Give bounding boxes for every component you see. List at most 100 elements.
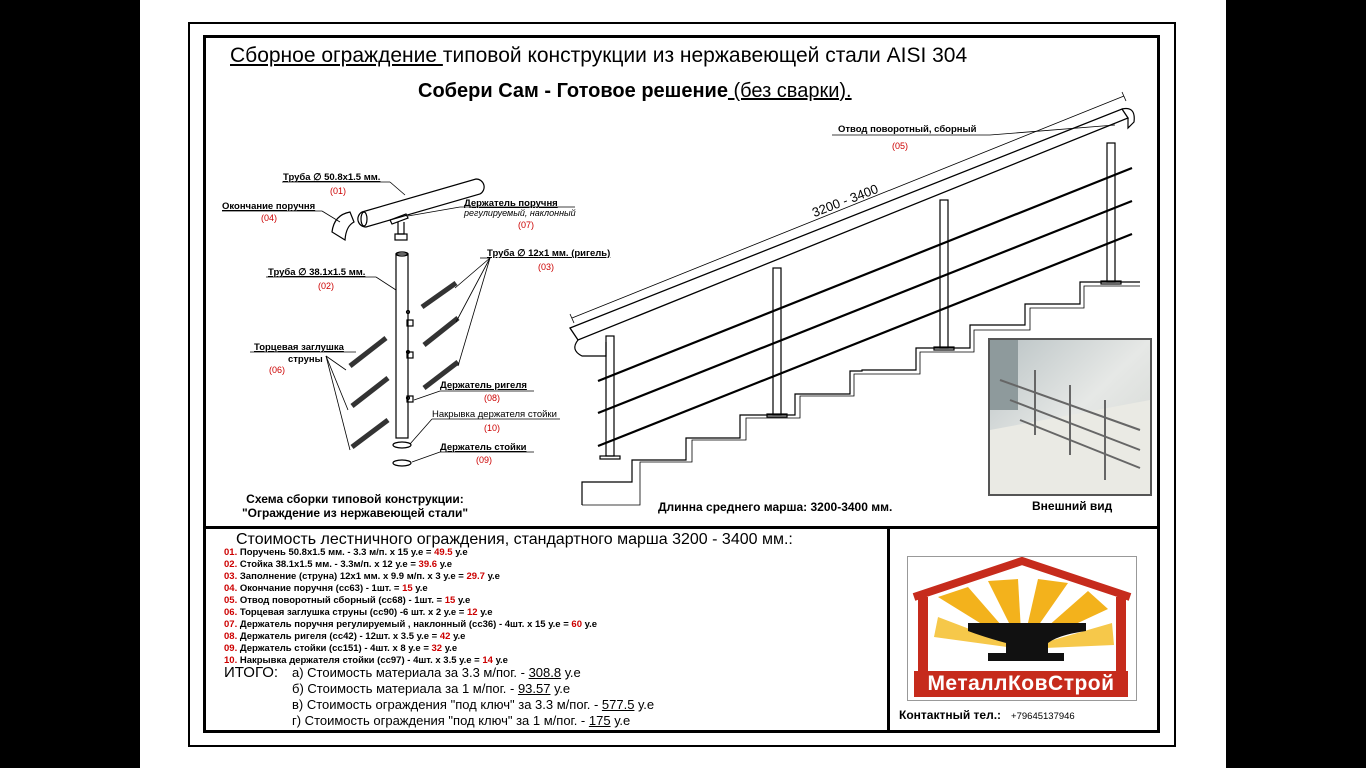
total-text: а) Стоимость материала за 3.3 м/пог. - (292, 665, 529, 680)
part-07-sub: регулируемый, наклонный (464, 208, 576, 218)
main-title: Сборное ограждение типовой конструкции и… (230, 44, 967, 68)
cost-title: Стоимость лестничного ограждения, станда… (236, 531, 793, 548)
cost-item-unit: у.е (444, 643, 458, 654)
part-02-num: (02) (318, 281, 335, 291)
exterior-photo (988, 338, 1152, 496)
cost-item-sum: 15 (444, 595, 456, 606)
total-value: 93.57 (517, 681, 551, 696)
cost-item-text: Окончание поручня (сс63) - 1шт. = (239, 583, 400, 594)
handrail-tube-end (360, 211, 368, 227)
part-04-num: (04) (261, 213, 278, 223)
cost-item: 08. Держатель ригеля (сс42) - 12шт. х 3.… (224, 631, 597, 643)
total-row: в) Стоимость ограждения "под ключ" за 3.… (224, 697, 654, 713)
section-divider-horizontal (203, 526, 1160, 529)
part-06-label1: Торцевая заглушка (254, 342, 344, 353)
contact-label: Контактный тел.: (899, 708, 1002, 722)
outer-frame (188, 22, 1176, 747)
part-09-num: (09) (476, 455, 493, 465)
part-04-label: Окончание поручня (222, 201, 316, 212)
scheme-caption-line2: "Ограждение из нержавеющей стали" (241, 506, 469, 520)
cost-item: 10. Накрывка держателя стойки (сс97) - 4… (224, 655, 597, 667)
subtitle: Собери Сам - Готовое решение (без сварки… (418, 80, 852, 103)
company-logo: МеталлКовСтрой (907, 556, 1137, 701)
handrail-holder-base (394, 233, 408, 241)
part-08-num: (08) (484, 393, 501, 403)
subtitle-normal: (без сварки). (727, 80, 852, 102)
cost-item-text: Поручень 50.8х1.5 мм. - 3.3 м/п. х 15 у.… (239, 547, 432, 558)
post-holder-part (392, 459, 412, 467)
assembled-rail-1 (597, 166, 1133, 383)
cost-item: 01. Поручень 50.8х1.5 мм. - 3.3 м/п. х 1… (224, 547, 597, 559)
cost-item-number: 10. (224, 655, 238, 666)
cost-item-number: 09. (224, 643, 238, 654)
total-text: в) Стоимость ограждения "под ключ" за 3.… (292, 697, 602, 712)
logo-graphic (912, 557, 1132, 671)
cost-item-text: Отвод поворотный сборный (сс68) - 1шт. = (239, 595, 443, 606)
cost-item-number: 06. (224, 607, 238, 618)
march-caption: Длинна среднего марша: 3200-3400 мм. (658, 500, 893, 514)
cost-item-number: 04. (224, 583, 238, 594)
handrail-tube-part (357, 178, 485, 228)
cost-item-text: Держатель ригеля (сс42) - 12шт. х 3.5 у.… (239, 631, 438, 642)
cost-item-unit: у.е (584, 619, 597, 630)
cost-item-number: 02. (224, 559, 238, 570)
cost-item-number: 07. (224, 619, 238, 630)
cost-item: 07. Держатель поручня регулируемый , нак… (224, 619, 597, 631)
cost-item: 03. Заполнение (струна) 12х1 мм. х 9.9 м… (224, 571, 597, 583)
assembled-rail-3 (597, 232, 1133, 448)
cost-list: 01. Поручень 50.8х1.5 мм. - 3.3 м/п. х 1… (224, 547, 597, 667)
total-unit: у.е (550, 681, 571, 696)
photo-image (990, 340, 1150, 494)
cost-item-text: Накрывка держателя стойки (сс97) - 4шт. … (239, 655, 480, 666)
cost-item-sum: 14 (482, 655, 493, 666)
cost-item: 05. Отвод поворотный сборный (сс68) - 1ш… (224, 595, 597, 607)
cost-item-number: 03. (224, 571, 238, 582)
cost-item-text: Стойка 38.1х1.5 мм. - 3.3м/п. х 12 у.е = (239, 559, 416, 570)
contact-line: Контактный тел.: +79645137946 (899, 708, 1075, 722)
cost-item-text: Держатель стойки (сс151) - 4шт. х 8 у.е … (239, 643, 429, 654)
total-unit: у.е (634, 697, 655, 712)
title-part2: типовой конструкции из нержавеющей стали… (442, 44, 968, 67)
cost-item-unit: у.е (457, 595, 471, 606)
cost-item-sum: 12 (467, 607, 478, 618)
part-02-label: Труба ∅ 38.1х1.5 мм. (268, 267, 366, 278)
cost-item-unit: у.е (455, 547, 468, 558)
part-01-label: Труба ∅ 50.8х1.5 мм. (283, 172, 381, 183)
cost-item-text: Торцевая заглушка струны (сс90) -6 шт. х… (239, 607, 465, 618)
rail-holder-part (406, 319, 414, 327)
total-row: б) Стоимость материала за 1 м/пог. - 93.… (224, 681, 654, 697)
cost-item-unit: у.е (480, 607, 493, 618)
view-caption: Внешний вид (1032, 499, 1113, 513)
section-divider-vertical (887, 528, 890, 733)
cost-item-number: 08. (224, 631, 238, 642)
cost-item-sum: 15 (402, 583, 413, 594)
cost-item-sum: 49.5 (434, 547, 453, 558)
total-value: 175 (588, 713, 611, 728)
total-row: г) Стоимость ограждения "под ключ" за 1 … (224, 713, 654, 729)
total-row: ИТОГО:а) Стоимость материала за 3.3 м/по… (224, 665, 654, 681)
part-05-num: (05) (892, 141, 909, 151)
cost-item-unit: у.е (487, 571, 500, 582)
part-10-num: (10) (484, 423, 501, 433)
title-part1: Сборное ограждение (230, 44, 443, 67)
inner-frame (203, 35, 1160, 733)
handrail-holder-part (389, 213, 409, 235)
cost-item-sum: 29.7 (466, 571, 485, 582)
assembled-post-1 (605, 335, 615, 457)
phone-number: +79645137946 (1011, 711, 1075, 722)
part-08-label: Держатель ригеля (440, 380, 527, 391)
scheme-caption-line1: Схема сборки типовой конструкции: (246, 492, 464, 506)
roof-icon (912, 557, 1132, 601)
total-text: б) Стоимость материала за 1 м/пог. - (292, 681, 518, 696)
handrail-end-part (331, 211, 355, 242)
totals-block: ИТОГО:а) Стоимость материала за 3.3 м/по… (224, 665, 654, 729)
assembled-post-4 (1106, 142, 1116, 283)
total-unit: у.е (561, 665, 581, 680)
cost-item: 06. Торцевая заглушка струны (сс90) -6 ш… (224, 607, 597, 619)
part-03-num: (03) (538, 262, 555, 272)
stair-steps (581, 281, 1140, 505)
cost-item-number: 01. (224, 547, 238, 558)
cost-item: 09. Держатель стойки (сс151) - 4шт. х 8 … (224, 643, 597, 655)
scheme-caption: Схема сборки типовой конструкции:"Огражд… (230, 492, 480, 520)
